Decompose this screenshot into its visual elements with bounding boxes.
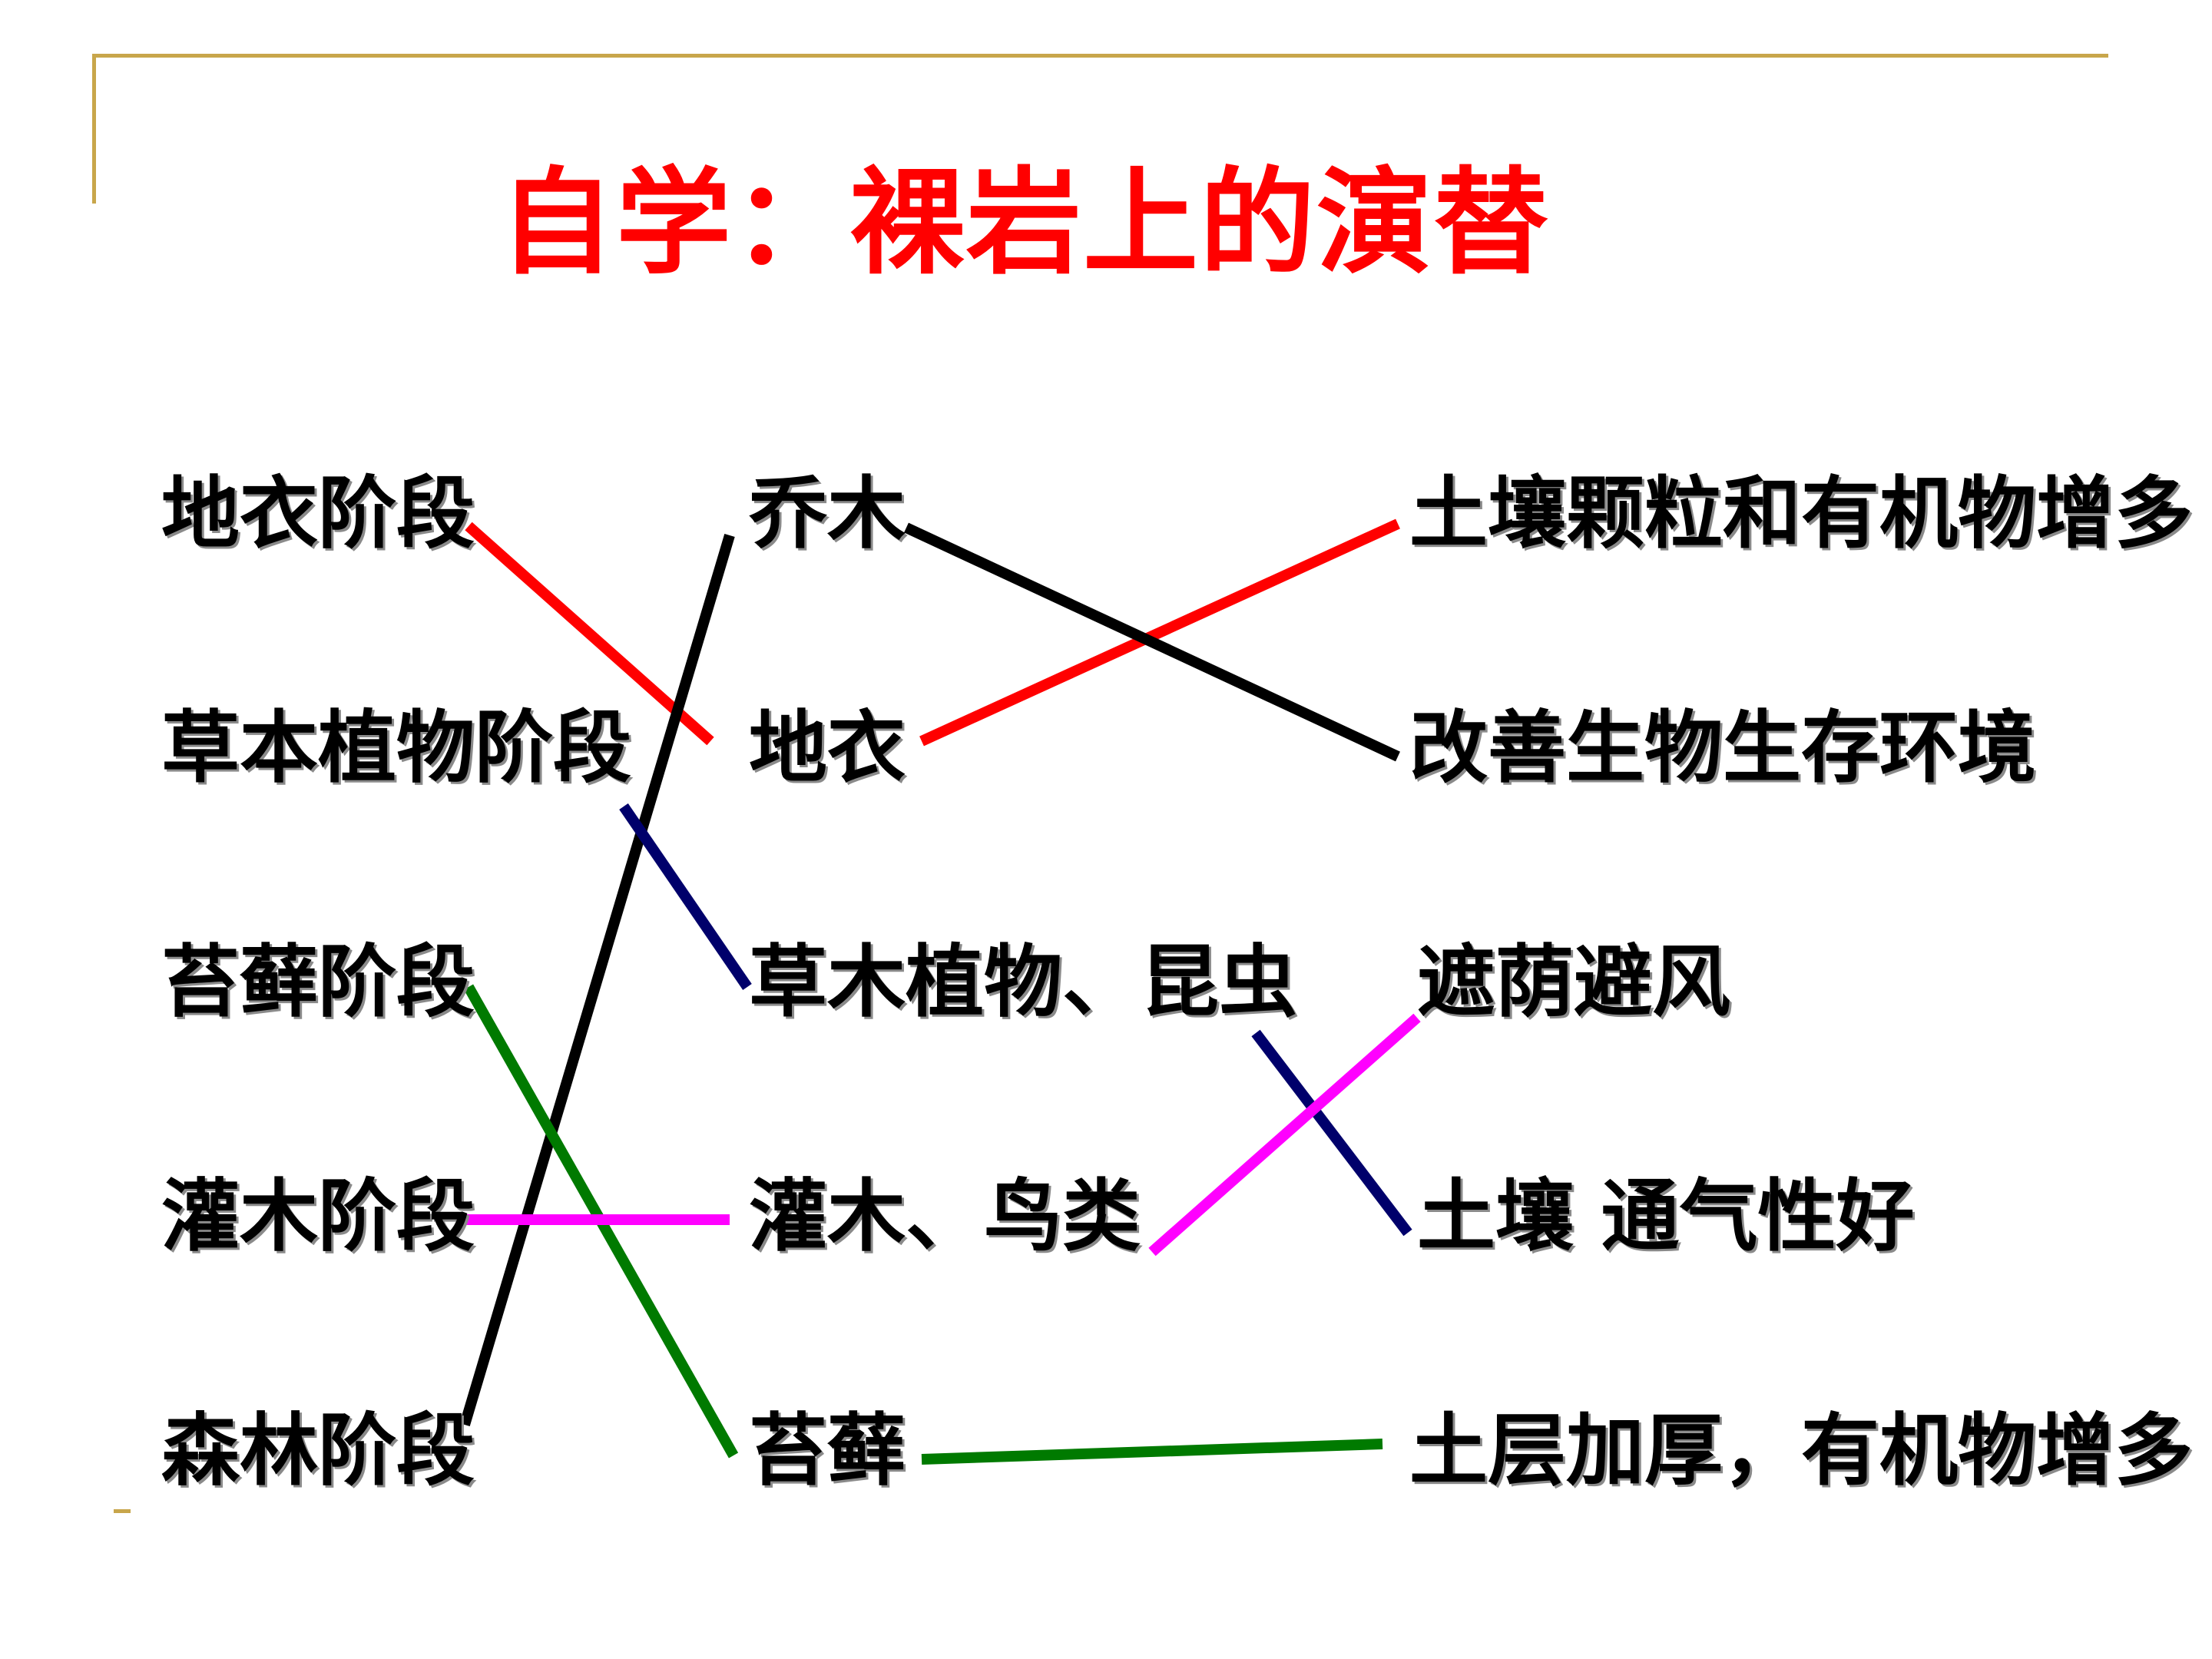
effect-thicker-soil: 土层加厚，有机物增多 <box>1409 1406 2193 1497</box>
connector-moss-to-thicker-soil <box>921 1439 1383 1465</box>
connector-herbs-insects-to-soil-aeration <box>1251 1029 1412 1237</box>
organism-shrubs-birds: 灌木、鸟类 <box>749 1171 1141 1263</box>
slide-title: 自学：裸岩上的演替 <box>499 155 1551 290</box>
organism-trees: 乔木 <box>749 469 906 560</box>
effect-soil-aeration: 土壤 通气性好 <box>1417 1171 1915 1263</box>
connector-lichen-to-soil-particles <box>919 518 1400 747</box>
connector-herb-stage-to-herbs-insects <box>619 803 752 990</box>
organism-lichen: 地衣 <box>749 703 906 794</box>
frame-top-line <box>92 54 2108 58</box>
connector-forest-stage-to-trees <box>459 534 735 1426</box>
connector-trees-to-environment <box>904 522 1400 762</box>
frame-corner-tick <box>114 1509 131 1513</box>
frame-left-line <box>92 54 96 204</box>
stage-moss: 苔藓阶段 <box>161 937 475 1028</box>
stage-herbaceous: 草本植物阶段 <box>161 703 631 794</box>
organism-moss: 苔藓 <box>749 1406 906 1497</box>
connector-lichen-stage-to-lichen <box>465 522 714 746</box>
effect-soil-particles: 土壤颗粒和有机物增多 <box>1409 469 2193 560</box>
connector-shrubs-birds-to-shade <box>1148 1013 1421 1257</box>
stage-lichen: 地衣阶段 <box>161 469 475 560</box>
organism-herbs-insects: 草木植物、昆虫 <box>749 937 1297 1028</box>
effect-improve-environment: 改善生物生存环境 <box>1409 703 2036 794</box>
stage-forest: 森林阶段 <box>161 1406 475 1497</box>
effect-shade-shelter: 遮荫避风 <box>1417 937 1730 1028</box>
stage-shrub: 灌木阶段 <box>161 1171 475 1263</box>
